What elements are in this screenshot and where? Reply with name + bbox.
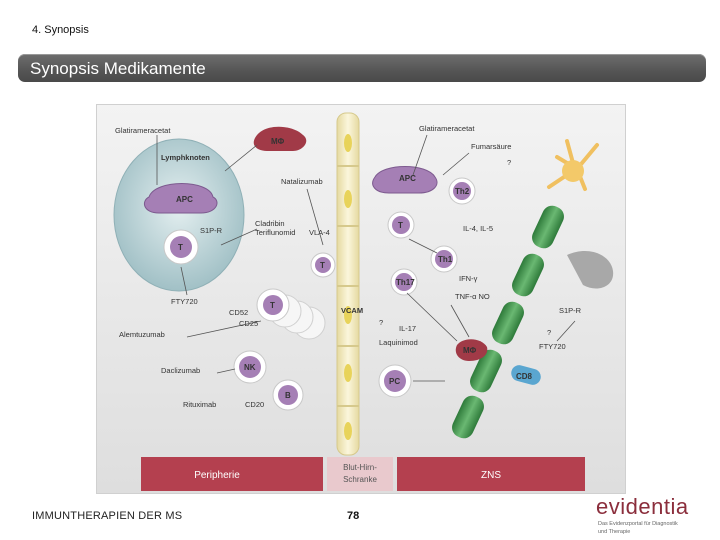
logo-tagline-2: und Therapie	[598, 529, 631, 535]
marker-cd52: CD52	[229, 308, 248, 317]
page-title: Synopsis Medikamente	[30, 59, 206, 78]
footer-left-text: IMMUNTHERAPIEN DER MS	[32, 510, 183, 522]
drug-cladribin: Cladribin	[255, 219, 285, 228]
marker-cd20: CD20	[245, 400, 264, 409]
drug-fty720-right: FTY720	[539, 342, 566, 351]
marker-vcam: VCAM	[341, 306, 363, 315]
cell-th2: Th2	[455, 187, 470, 196]
neuron	[452, 139, 614, 439]
drug-rituximab: Rituximab	[183, 400, 216, 409]
cell-mphi-top-label: MΦ	[271, 137, 285, 146]
marker-q3: ?	[547, 328, 551, 337]
marker-il4-il5: IL-4, IL-5	[463, 224, 493, 233]
title-bar: Synopsis Medikamente	[18, 54, 706, 82]
evidentia-logo: evidentia Das Evidenzportal für Diagnost…	[596, 494, 706, 538]
marker-s1p-left: S1P-R	[200, 226, 223, 235]
lymph-node: Lymphknoten APC T S1P-R	[113, 138, 245, 292]
cell-apc-left: APC	[176, 195, 193, 204]
band-periphery-label: Peripherie	[194, 470, 240, 481]
lymph-node-label: Lymphknoten	[161, 153, 210, 162]
drug-fumarate: Fumarsäure	[471, 142, 511, 151]
cell-apc-right: APC	[399, 174, 416, 183]
drug-natalizumab: Natalizumab	[281, 177, 323, 186]
cell-b: B	[285, 391, 291, 400]
band-bbb-line1: Blut-Hirn-	[343, 463, 377, 472]
drug-alemtuzumab: Alemtuzumab	[119, 330, 165, 339]
cell-pc: PC	[389, 377, 400, 386]
cell-mphi-axon: MΦ	[463, 346, 477, 355]
cell-th17: Th17	[396, 278, 415, 287]
drug-glatiramer-left: Glatirameracetat	[115, 126, 171, 135]
breadcrumb: 4. Synopsis	[32, 24, 89, 36]
marker-tnf-no: TNF-α NO	[455, 292, 490, 301]
cell-cd8: CD8	[516, 372, 533, 381]
logo-tagline-1: Das Evidenzportal für Diagnostik	[598, 521, 678, 527]
band-cns-label: ZNS	[481, 470, 501, 481]
marker-q1: ?	[507, 158, 511, 167]
band-periphery	[141, 457, 323, 491]
cell-t-right: T	[398, 221, 403, 230]
t-cell-cluster: T	[256, 288, 326, 340]
drug-laquinimod: Laquinimod	[379, 338, 418, 347]
marker-il17: IL-17	[399, 324, 416, 333]
synopsis-diagram: Lymphknoten APC T S1P-R MΦ Glatiramerace…	[96, 104, 626, 494]
marker-s1p-right: S1P-R	[559, 306, 582, 315]
drug-teriflunomid: Teriflunomid	[255, 228, 295, 237]
cell-t-bbb: T	[320, 261, 325, 270]
cell-t-cluster: T	[270, 301, 275, 310]
logo-wordmark: evidentia	[596, 494, 689, 519]
band-cns	[397, 457, 585, 491]
drug-glatiramer-right: Glatirameracetat	[419, 124, 475, 133]
cell-th1: Th1	[438, 255, 453, 264]
marker-q2: ?	[379, 318, 383, 327]
pathway-arrows	[156, 134, 576, 382]
drug-fty720-left: FTY720	[171, 297, 198, 306]
cell-macrophage-top	[253, 126, 307, 151]
band-bbb-line2: Schranke	[343, 475, 377, 484]
diagram-svg: Lymphknoten APC T S1P-R MΦ Glatiramerace…	[113, 112, 614, 491]
marker-ifn: IFN-γ	[459, 274, 478, 283]
cell-nk: NK	[244, 363, 256, 372]
page-number: 78	[347, 510, 360, 522]
cell-t-left: T	[178, 243, 183, 252]
band-bbb	[327, 457, 393, 491]
drug-daclizumab: Daclizumab	[161, 366, 200, 375]
barrier-column	[336, 112, 360, 456]
